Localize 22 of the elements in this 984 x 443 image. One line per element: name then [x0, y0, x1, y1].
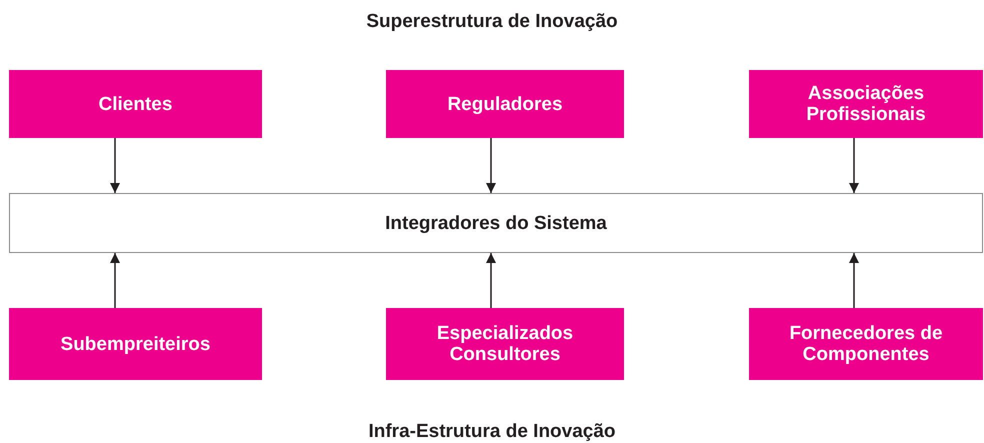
- actor-box: [386, 70, 624, 138]
- box-label: Integradores do Sistema: [385, 212, 607, 234]
- box-label: Reguladores: [447, 94, 563, 114]
- arrow: [486, 253, 496, 308]
- box-label: Subempreiteiros: [60, 334, 210, 354]
- actor-box: [749, 308, 983, 380]
- box-label: Associações Profissionais: [805, 83, 927, 125]
- integrator-band: [9, 193, 983, 253]
- arrow: [110, 253, 120, 308]
- arrow: [849, 138, 859, 193]
- arrow: [849, 253, 859, 308]
- box-label: Fornecedores de Componentes: [788, 323, 944, 365]
- arrow: [110, 138, 120, 193]
- diagram-title: Superestrutura de Inovação: [366, 11, 618, 32]
- box-label: Especializados Consultores: [436, 323, 574, 365]
- actor-box: [9, 308, 262, 380]
- actor-box: [9, 70, 262, 138]
- box-label: Clientes: [98, 94, 172, 114]
- actor-box: [386, 308, 624, 380]
- actor-box: [749, 70, 983, 138]
- arrow: [486, 138, 496, 193]
- section-label: Infra-Estrutura de Inovação: [368, 421, 616, 442]
